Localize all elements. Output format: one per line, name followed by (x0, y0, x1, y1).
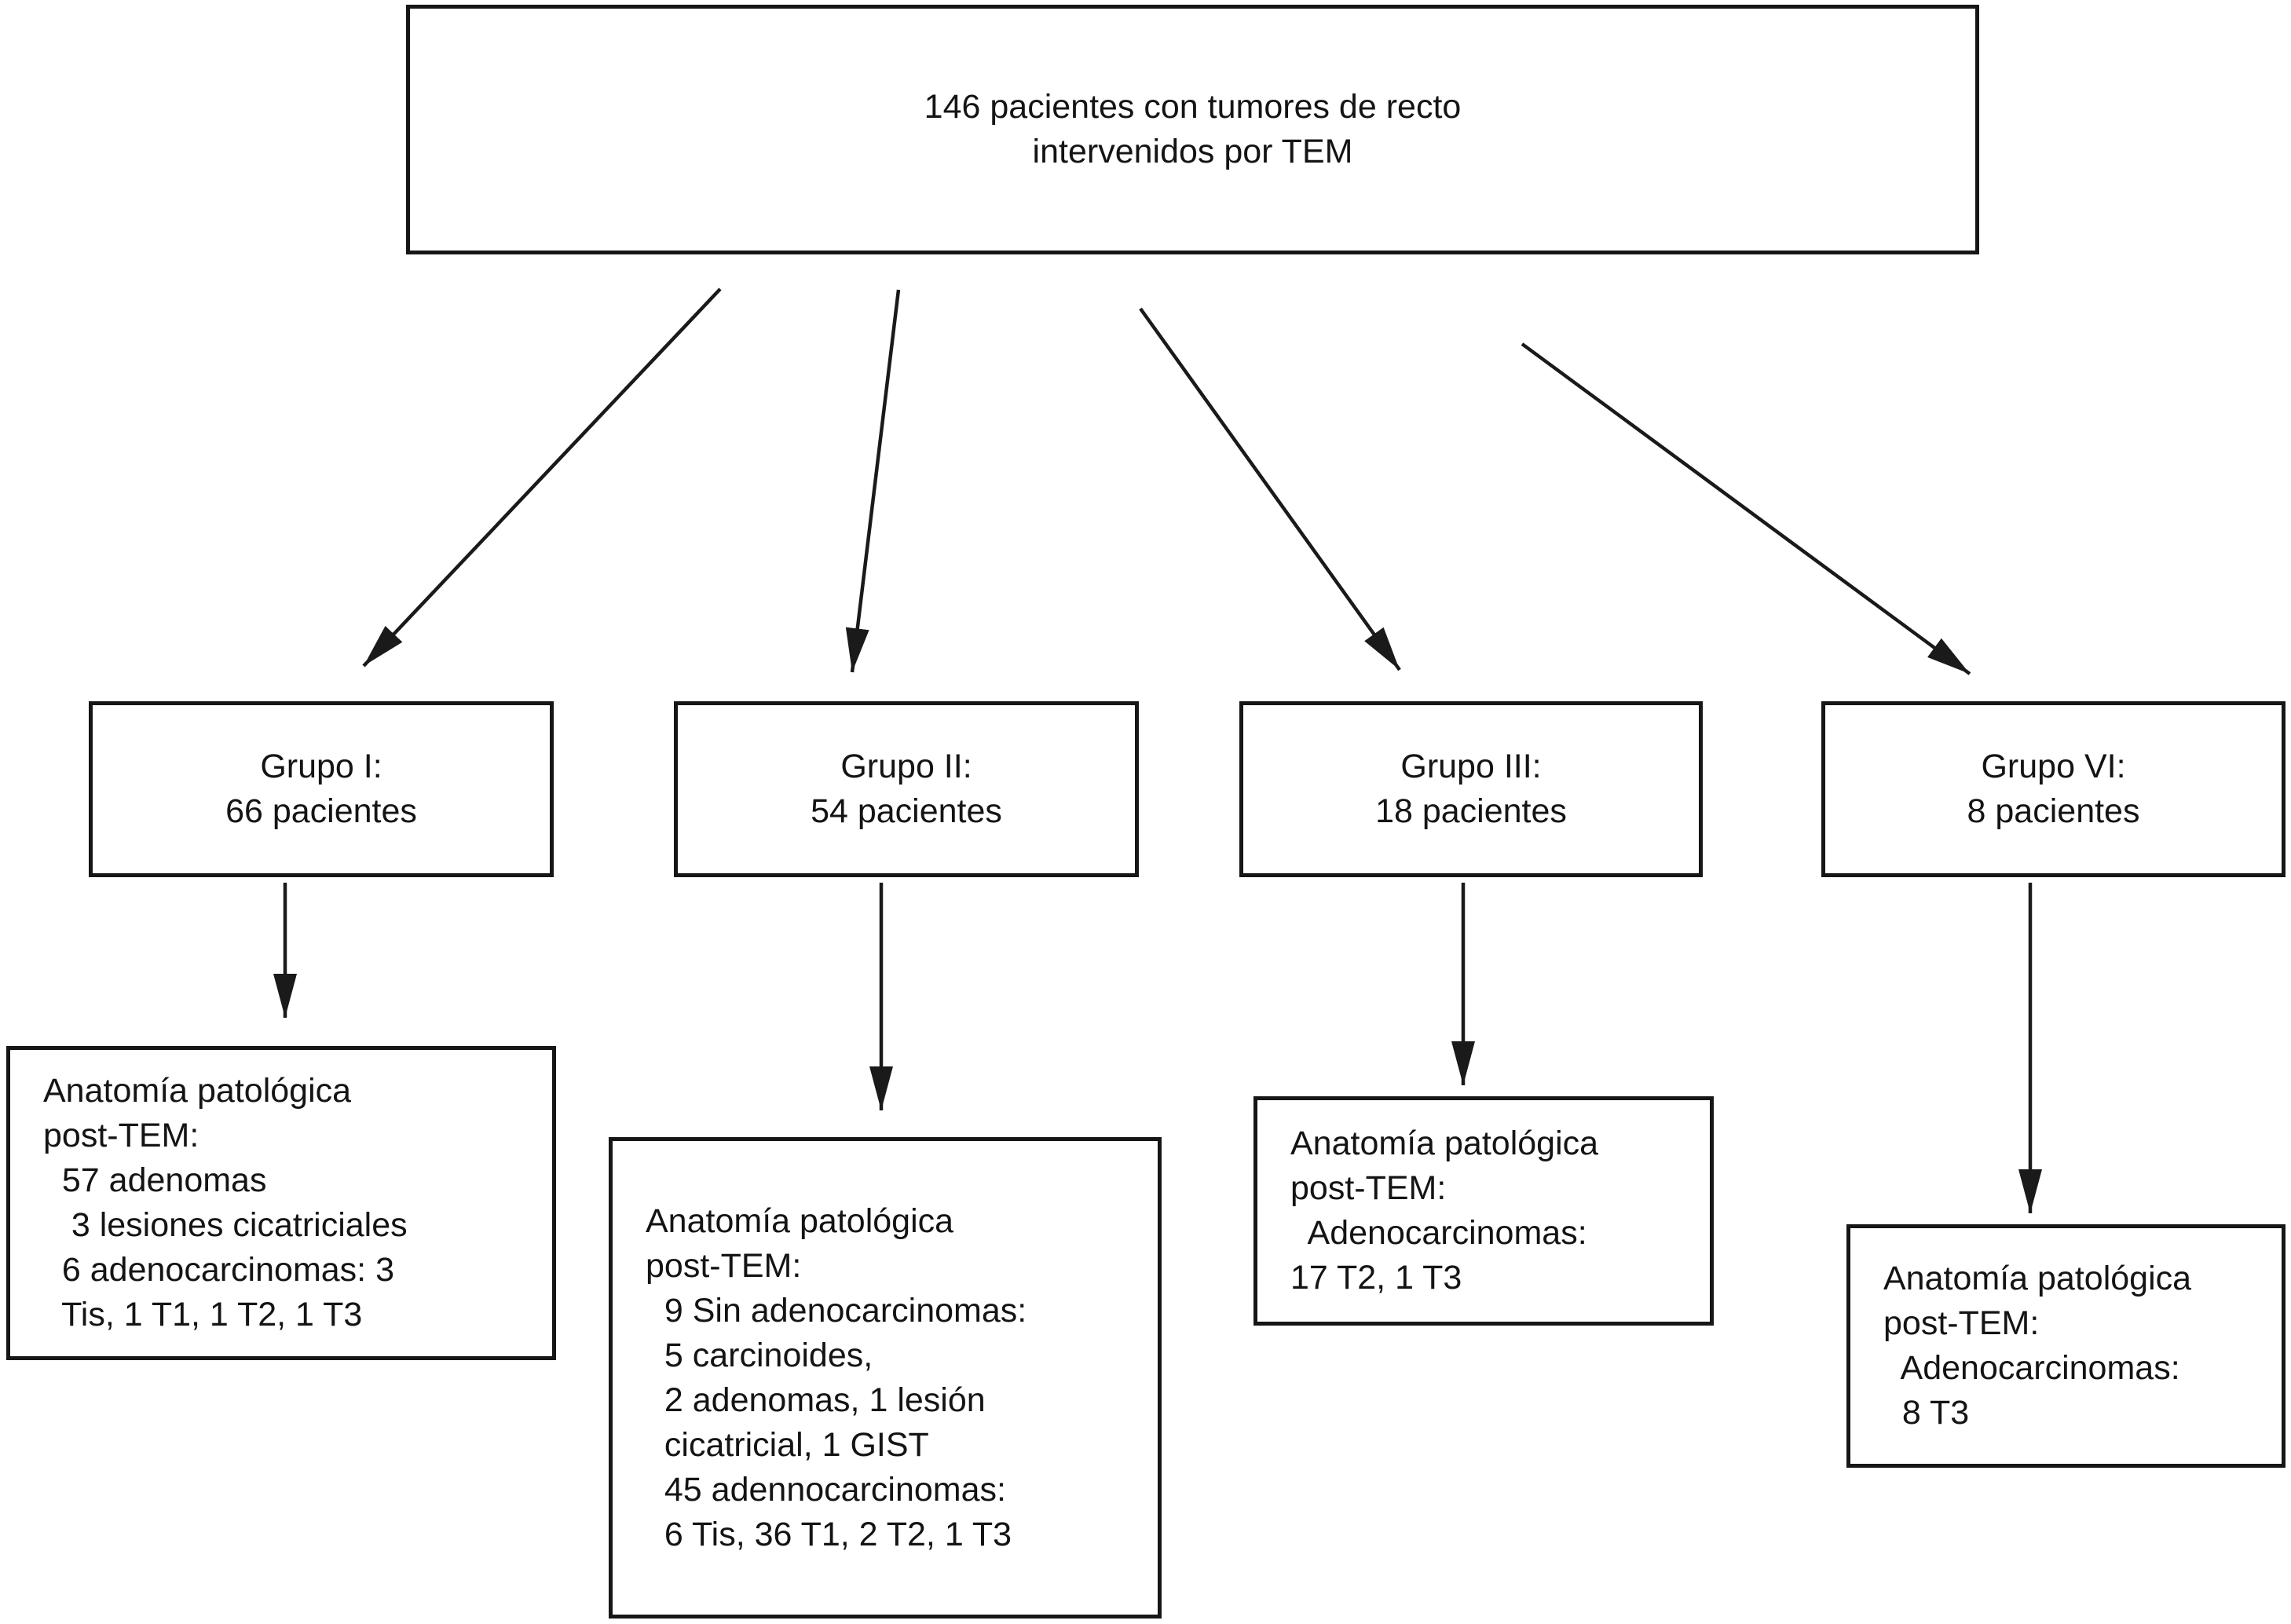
pathology-box-1: Anatomía patológica post-TEM: 57 adenoma… (6, 1046, 556, 1360)
pathology-1-line: 57 adenomas (43, 1161, 267, 1199)
pathology-1-line: post-TEM: (43, 1117, 199, 1154)
pathology-2-line: Anatomía patológica (646, 1202, 954, 1240)
pathology-1-line: Anatomía patológica (43, 1072, 352, 1110)
pathology-2-line: 2 adenomas, 1 lesión (646, 1381, 986, 1419)
title-box: 146 pacientes con tumores de recto inter… (406, 5, 1979, 254)
pathology-3-line: post-TEM: (1290, 1169, 1447, 1207)
pathology-4-line: 8 T3 (1883, 1394, 1970, 1432)
pathology-2-line: post-TEM: (646, 1246, 802, 1285)
pathology-2-line: 9 Sin adenocarcinomas: (646, 1291, 1027, 1330)
group-box-4: Grupo VI: 8 pacientes (1821, 701, 2286, 877)
pathology-1-line: Tis, 1 T1, 1 T2, 1 T3 (43, 1296, 363, 1333)
pathology-2-line: cicatricial, 1 GIST (646, 1425, 929, 1464)
arrow-title-to-group-3 (1139, 307, 1401, 671)
pathology-3-line: 17 T2, 1 T3 (1290, 1259, 1462, 1297)
arrow-title-to-group-4 (1521, 342, 1971, 675)
pathology-4-line: post-TEM: (1883, 1304, 2040, 1342)
pathology-box-3: Anatomía patológica post-TEM: Adenocarci… (1253, 1096, 1714, 1326)
group-4-subtitle: 8 pacientes (1967, 792, 2140, 830)
pathology-1-line: 6 adenocarcinomas: 3 (43, 1251, 394, 1289)
pathology-3-line: Adenocarcinomas: (1290, 1214, 1587, 1252)
group-box-1: Grupo I: 66 pacientes (89, 701, 554, 877)
pathology-4-line: Adenocarcinomas: (1883, 1349, 2180, 1387)
arrow-title-to-group-2 (845, 289, 901, 673)
group-box-3: Grupo III: 18 pacientes (1239, 701, 1703, 877)
group-2-subtitle: 54 pacientes (811, 792, 1002, 830)
title-line-1: 146 pacientes con tumores de recto (924, 88, 1462, 126)
pathology-2-line: 45 adennocarcinomas: (646, 1470, 1006, 1509)
group-box-2: Grupo II: 54 pacientes (674, 701, 1139, 877)
pathology-box-2: Anatomía patológica post-TEM: 9 Sin aden… (609, 1137, 1162, 1619)
arrow-title-to-group-1 (362, 287, 722, 668)
group-2-title: Grupo II: (840, 748, 972, 785)
pathology-4-line: Anatomía patológica (1883, 1260, 2192, 1297)
group-1-title: Grupo I: (260, 748, 382, 785)
pathology-2-line: 5 carcinoides, (646, 1336, 873, 1374)
pathology-3-line: Anatomía patológica (1290, 1125, 1599, 1162)
pathology-box-4: Anatomía patológica post-TEM: Adenocarci… (1846, 1224, 2286, 1468)
pathology-1-line: 3 lesiones cicatriciales (43, 1206, 408, 1244)
pathology-2-line: 6 Tis, 36 T1, 2 T2, 1 T3 (646, 1515, 1012, 1553)
group-3-subtitle: 18 pacientes (1375, 792, 1567, 830)
group-1-subtitle: 66 pacientes (225, 792, 417, 830)
group-3-title: Grupo III: (1400, 748, 1542, 785)
group-4-title: Grupo VI: (1981, 748, 2126, 785)
title-line-2: intervenidos por TEM (1032, 133, 1353, 170)
